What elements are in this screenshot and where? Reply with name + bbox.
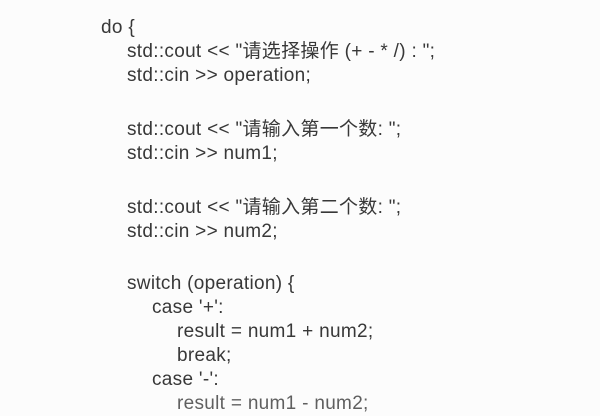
code-line-result-plus: result = num1 + num2; <box>177 321 374 342</box>
code-line-cin-num1: std::cin >> num1; <box>127 143 278 164</box>
code-line-cout-num2: std::cout << "请输入第二个数: "; <box>127 197 402 218</box>
blank-line <box>0 88 600 118</box>
code-line-switch-open: switch (operation) { <box>127 273 295 294</box>
code-line-result-minus-partial: result = num1 - num2; <box>177 393 369 414</box>
code-line-cin-operation: std::cin >> operation; <box>127 65 312 86</box>
code-line-case-minus: case '-': <box>152 369 219 390</box>
code-line-case-plus: case '+': <box>152 297 224 318</box>
code-line-cout-operation: std::cout << "请选择操作 (+ - * /) : "; <box>127 41 436 62</box>
code-line-break: break; <box>177 345 232 366</box>
blank-line <box>0 166 600 196</box>
code-line-cin-num2: std::cin >> num2; <box>127 221 278 242</box>
blank-line <box>0 244 600 272</box>
code-line-cout-num1: std::cout << "请输入第一个数: "; <box>127 119 402 140</box>
code-line-do-open: do { <box>101 17 135 38</box>
